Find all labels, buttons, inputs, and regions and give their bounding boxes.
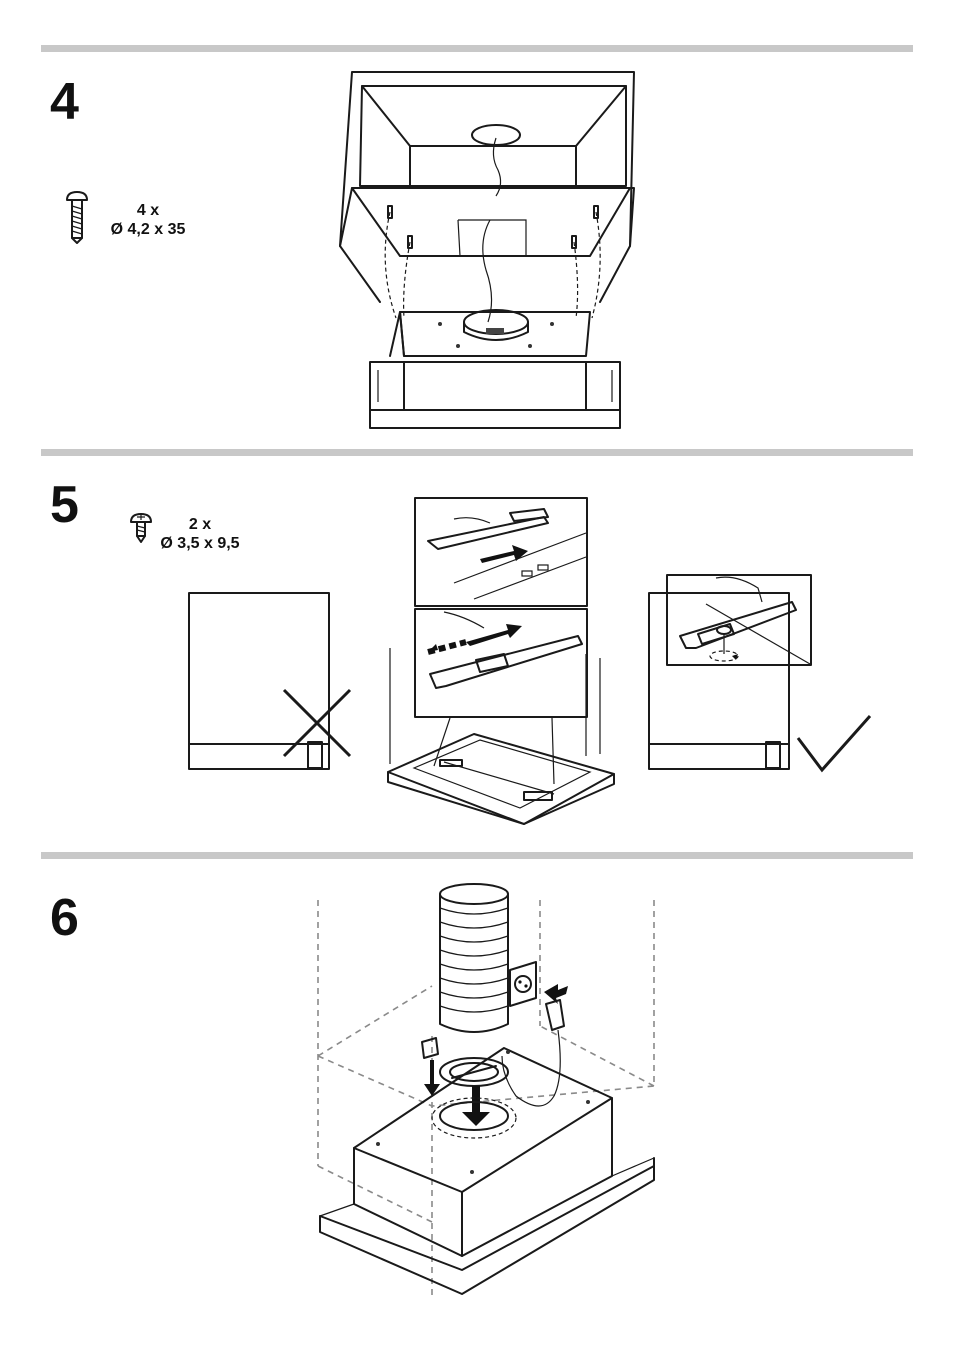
screw-quantity: 2 x (152, 515, 248, 534)
step-number-5: 5 (50, 479, 79, 531)
duct-and-power-connection-illustration (312, 876, 662, 1304)
cross-mark-icon (282, 688, 352, 758)
section-divider-step-5 (41, 449, 913, 456)
section-divider-step-6 (41, 852, 913, 859)
screw-size: Ø 4,2 x 35 (100, 220, 196, 239)
screw-size: Ø 3,5 x 9,5 (152, 534, 248, 553)
check-mark-icon (796, 712, 872, 774)
screw-spec-step-4: 4 x Ø 4,2 x 35 (100, 201, 196, 239)
step-number-4: 4 (50, 76, 79, 128)
long-screw-icon (64, 190, 90, 244)
hood-cabinet-mounting-illustration (330, 66, 650, 432)
screw-spec-step-5: 2 x Ø 3,5 x 9,5 (152, 515, 248, 553)
step-number-6: 6 (50, 892, 79, 944)
bracket-detail-top (414, 497, 588, 607)
short-screw-icon (129, 512, 153, 544)
bracket-detail-fixed (666, 574, 812, 666)
section-divider-step-4 (41, 45, 913, 52)
screw-quantity: 4 x (100, 201, 196, 220)
hood-underside-illustration (384, 644, 620, 826)
